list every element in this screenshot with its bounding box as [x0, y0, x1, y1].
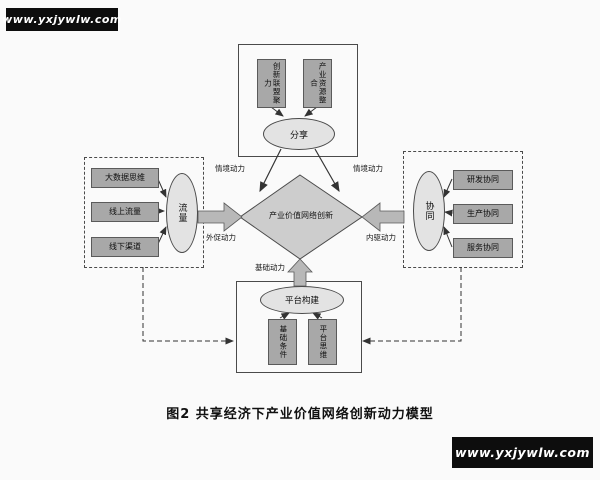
bottom-box2-arrow	[312, 312, 323, 320]
internal-force-label: 内驱动力	[366, 233, 396, 242]
feedback-left-line	[142, 267, 234, 345]
context-arrow-left	[259, 148, 282, 193]
left-box-offline-channel: 线下渠道	[91, 237, 159, 257]
left-box-bigdata: 大数据思维	[91, 168, 159, 188]
watermark-top-left: www.yxjywlw.com	[2, 8, 121, 31]
figure-caption: 图2 共享经济下产业价值网络创新动力模型	[166, 407, 434, 422]
right-box1-arrow	[443, 178, 453, 198]
right-box-production-synergy: 生产协同	[453, 204, 513, 224]
context-arrow-right	[314, 148, 340, 193]
right-box-rnd-synergy: 研发协同	[453, 170, 513, 190]
top-group-box	[238, 44, 358, 157]
context-force-label-left: 情境动力	[215, 164, 245, 173]
right-box3-arrow	[443, 226, 453, 248]
external-force-arrow	[197, 202, 243, 232]
center-diamond-label: 产业价值网络创新	[269, 211, 333, 220]
right-group-box	[403, 151, 523, 268]
top-box-industry-resources: 产业资源整合	[303, 59, 332, 108]
right-box2-arrow	[444, 209, 453, 217]
bottom-box1-arrow	[279, 312, 290, 320]
top-box1-arrow	[270, 106, 284, 117]
top-box-innovation-alliance: 创新联盟聚力	[257, 59, 286, 108]
traffic-ellipse: 流量	[166, 173, 198, 253]
bottom-box-platform-thinking: 平台思维	[308, 319, 337, 365]
platform-build-ellipse: 平台构建	[260, 286, 344, 314]
base-force-label: 基础动力	[255, 263, 285, 272]
sharing-ellipse: 分享	[263, 118, 335, 150]
external-force-label: 外促动力	[206, 233, 236, 242]
left-box-online-traffic: 线上流量	[91, 202, 159, 222]
bottom-box-base-conditions: 基础条件	[268, 319, 297, 365]
right-box-service-synergy: 服务协同	[453, 238, 513, 258]
synergy-ellipse: 协同	[413, 171, 445, 251]
internal-force-arrow	[361, 202, 405, 232]
context-force-label-right: 情境动力	[353, 164, 383, 173]
top-box2-arrow	[304, 106, 318, 117]
base-force-arrow	[287, 258, 313, 287]
watermark-bottom-right: www.yxjywlw.com	[452, 437, 593, 468]
feedback-right-line	[362, 267, 462, 345]
